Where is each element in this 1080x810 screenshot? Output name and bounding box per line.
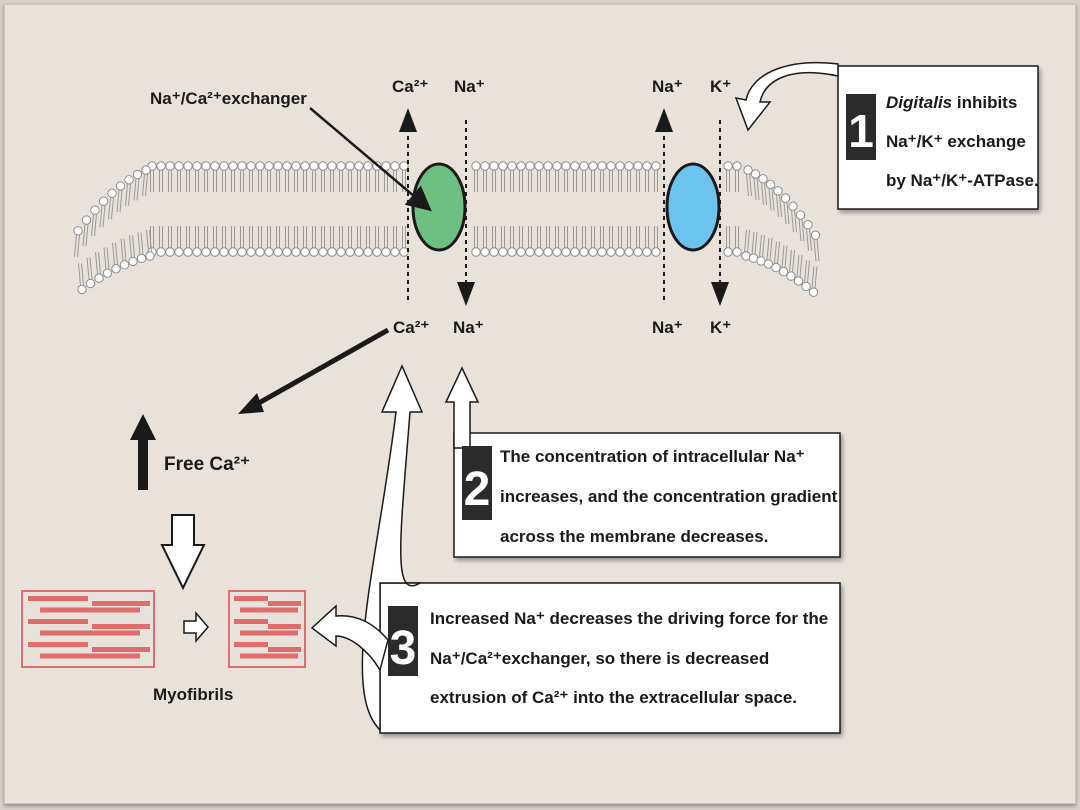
na-k-atpase [665,162,721,252]
right-hollow-arrow-icon [183,610,209,644]
callout-1-pointer-arrow [734,61,839,132]
cell-membrane [73,161,821,297]
callout-3-line1: Increased Na⁺ decreases the driving forc… [430,609,828,628]
callout-3-number: 3 [390,622,417,675]
k-top-label: K⁺ [710,77,731,96]
callout-1-line1: Digitalis inhibits [886,93,1017,112]
ca-release-arrow [248,327,390,411]
callout-3-number-box [388,606,418,676]
callout-1-number-box [846,94,876,160]
callout-3-line2: Na⁺/Ca²⁺exchanger, so there is decreased [430,649,769,668]
na-down-arrowhead [457,282,475,306]
ca-up-arrowhead [399,108,417,132]
exchanger-pointer-arrow [309,107,432,212]
exchanger-label: Na⁺/Ca²⁺exchanger [150,89,307,108]
na-up-arrowhead [655,108,673,132]
ca-release-arrowhead [238,393,264,414]
callout-3-line3: extrusion of Ca²⁺ into the extracellular… [430,688,797,707]
callout-3-pointer-arrow-left [310,604,389,672]
na-top-left-label: Na⁺ [454,77,485,96]
na-bottom-left-label: Na⁺ [453,318,484,337]
ca-bottom-label: Ca²⁺ [393,318,429,337]
callout-2-number-box [462,446,492,520]
myofibrils-label: Myofibrils [153,685,233,704]
callout-1-line2: Na⁺/K⁺ exchange [886,132,1026,151]
callout-2-line3: across the membrane decreases. [500,527,768,546]
na-ca-exchanger [411,162,467,252]
callout-1-line3: by Na⁺/K⁺-ATPase. [886,171,1039,190]
callout-2-pointer-arrow [444,366,480,449]
callout-2-line2: increases, and the concentration gradien… [500,487,838,506]
increase-arrow-icon [130,414,156,490]
ca-top-label: Ca²⁺ [392,77,428,96]
callout-1-number: 1 [848,105,874,157]
k-down-arrowhead [711,282,729,306]
myofibril-relaxed [21,590,155,668]
down-hollow-arrow-icon [160,514,206,591]
k-bottom-label: K⁺ [710,318,731,337]
callout-2-number: 2 [464,463,491,516]
myofibril-contracted [228,590,306,668]
callout-3 [379,582,841,734]
callout-2 [453,432,841,558]
callout-2-line1: The concentration of intracellular Na⁺ [500,447,805,466]
na-top-right-label: Na⁺ [652,77,683,96]
free-ca-label: Free Ca²⁺ [164,454,250,475]
na-bottom-right-label: Na⁺ [652,318,683,337]
